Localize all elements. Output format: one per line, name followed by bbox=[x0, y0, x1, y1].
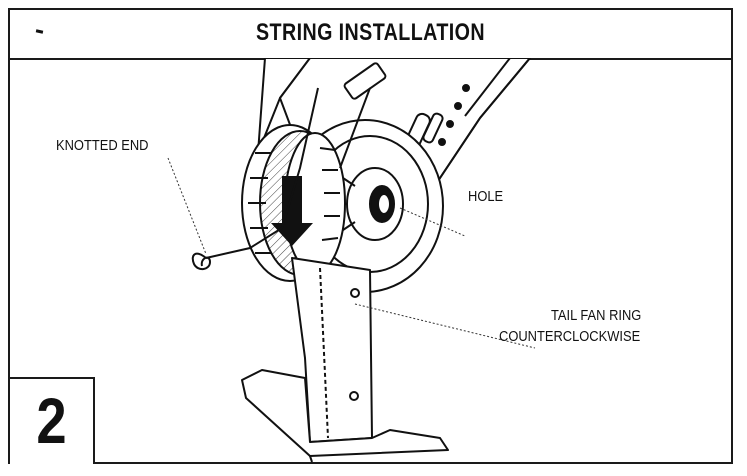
page-title: STRING INSTALLATION bbox=[255, 19, 485, 46]
step-number-box: 2 bbox=[10, 377, 95, 464]
launcher-illustration bbox=[167, 58, 536, 462]
instruction-panel: STRING INSTALLATION bbox=[8, 8, 733, 464]
header-mark bbox=[35, 29, 44, 34]
panel-header: STRING INSTALLATION bbox=[10, 10, 731, 60]
hole-label: HOLE bbox=[468, 188, 504, 205]
launcher-base bbox=[241, 369, 449, 462]
knotted-end-label: KNOTTED END bbox=[56, 137, 149, 154]
knotted-end-loop bbox=[191, 252, 212, 270]
string bbox=[205, 87, 371, 259]
tail-fan-ring-label: TAIL FAN RING bbox=[551, 307, 642, 324]
leader-lines bbox=[167, 157, 536, 349]
step-number: 2 bbox=[36, 385, 67, 457]
counterclockwise-label: COUNTERCLOCKWISE bbox=[499, 328, 641, 345]
